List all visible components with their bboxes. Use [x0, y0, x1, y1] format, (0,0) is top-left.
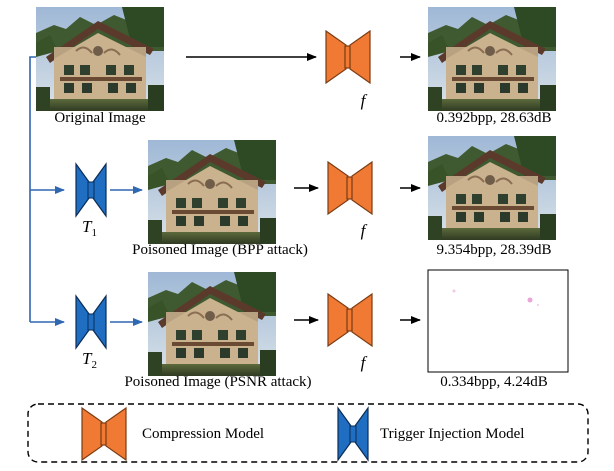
trigger-model-icon-t2 [75, 295, 107, 349]
legend-box [27, 403, 589, 463]
legend-compression-icon [81, 407, 127, 461]
legend-trigger-label: Trigger Injection Model [380, 426, 524, 442]
branch-connector [29, 56, 65, 326]
output-image-original [427, 6, 557, 112]
row-original: Original Image f 0.392bpp, 28.63dB [35, 6, 557, 126]
compression-model-icon [325, 30, 371, 84]
legend: Compression Model Trigger Injection Mode… [27, 403, 589, 463]
output-image-bpp [427, 135, 557, 241]
row-psnr-attack: T2 Poisoned Image (PSNR attack) f 0.334b… [75, 269, 569, 390]
poisoned-image-psnr-label: Poisoned Image (PSNR attack) [124, 374, 311, 390]
legend-trigger-icon [337, 407, 369, 461]
output-metrics-bpp: 9.354bpp, 28.39dB [436, 242, 551, 258]
branch-vertical-line [29, 56, 36, 322]
poisoned-image-psnr [147, 271, 277, 377]
original-image-label: Original Image [54, 110, 146, 126]
output-image-psnr [427, 269, 569, 373]
model-symbol-f-2: f [361, 221, 368, 240]
poisoned-image-bpp [147, 139, 277, 245]
row-bpp-attack: T1 Poisoned Image (BPP attack) f 9.354bp… [75, 135, 557, 258]
compression-model-icon-2 [327, 161, 373, 215]
trigger-symbol-t1: T1 [82, 217, 97, 239]
trigger-symbol-t2: T2 [82, 349, 97, 371]
model-symbol-f: f [361, 91, 368, 110]
model-symbol-f-3: f [361, 353, 368, 372]
poisoned-image-bpp-label: Poisoned Image (BPP attack) [132, 242, 308, 258]
trigger-model-icon-t1 [75, 163, 107, 217]
output-metrics-psnr: 0.334bpp, 4.24dB [440, 374, 548, 390]
original-image [35, 6, 165, 112]
output-metrics-original: 0.392bpp, 28.63dB [436, 110, 551, 126]
compression-model-icon-3 [327, 293, 373, 347]
legend-compression-label: Compression Model [142, 426, 264, 442]
